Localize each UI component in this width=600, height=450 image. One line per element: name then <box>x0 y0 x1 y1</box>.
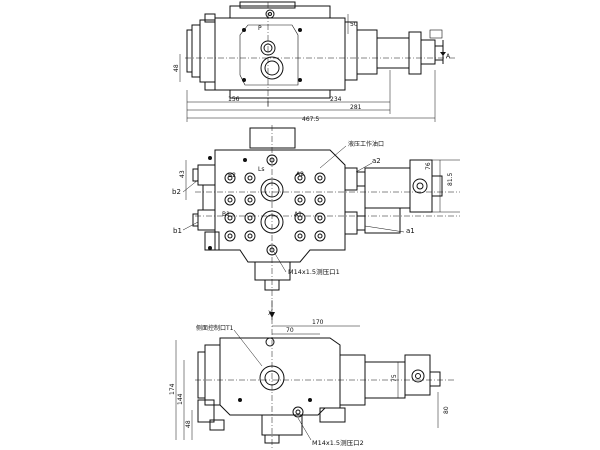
top-view: P 156 234 281 467.5 48 50 A <box>173 1 455 123</box>
dim-144: 144 <box>177 393 184 405</box>
port-grid <box>208 154 326 256</box>
port-ls-label: Ls <box>258 166 264 173</box>
dim-48-side: 48 <box>185 420 192 428</box>
port-B1-grid-label: B1 <box>222 211 230 218</box>
section-a-label: A <box>446 53 451 60</box>
dim-76: 76 <box>425 162 432 170</box>
dim-170: 170 <box>312 319 324 326</box>
dim-48-top: 48 <box>173 64 180 72</box>
port-b1-label: b1 <box>173 227 182 235</box>
gauge-port-2-label: M14x1.5测压口2 <box>312 439 364 447</box>
port-b2-label: b2 <box>172 188 181 196</box>
port-a2-label: a2 <box>372 157 381 165</box>
dim-70: 70 <box>286 327 294 334</box>
port-B2-grid-label: B2 <box>228 172 236 179</box>
dim-156: 156 <box>228 96 240 103</box>
dim-80: 80 <box>443 406 450 414</box>
side-view: 侧面控制口T1 M14x1.5测压口2 170 70 174 144 48 75… <box>169 318 455 448</box>
port-a1-label: a1 <box>406 227 415 235</box>
dim-75: 75 <box>391 374 398 382</box>
load-port-label: 液压工作油口 <box>348 140 384 148</box>
top-port-p-label: P <box>258 25 262 32</box>
dim-467: 467.5 <box>302 116 319 123</box>
dim-281: 281 <box>350 104 362 111</box>
gauge-port-1-label: M14x1.5测压口1 <box>288 268 340 276</box>
dim-43: 43 <box>179 170 186 178</box>
port-A1-grid-label: A1 <box>294 211 302 218</box>
front-view: 液压工作油口 a2 b2 a1 b1 Ls B2 A2 B1 A1 M14x1.… <box>172 125 460 320</box>
dim-50: 50 <box>350 21 358 28</box>
port-A2-grid-label: A2 <box>296 171 304 178</box>
dim-81: 81.5 <box>447 172 454 186</box>
dim-234: 234 <box>330 96 342 103</box>
side-control-port-label: 侧面控制口T1 <box>196 324 234 332</box>
dim-174: 174 <box>169 383 176 395</box>
